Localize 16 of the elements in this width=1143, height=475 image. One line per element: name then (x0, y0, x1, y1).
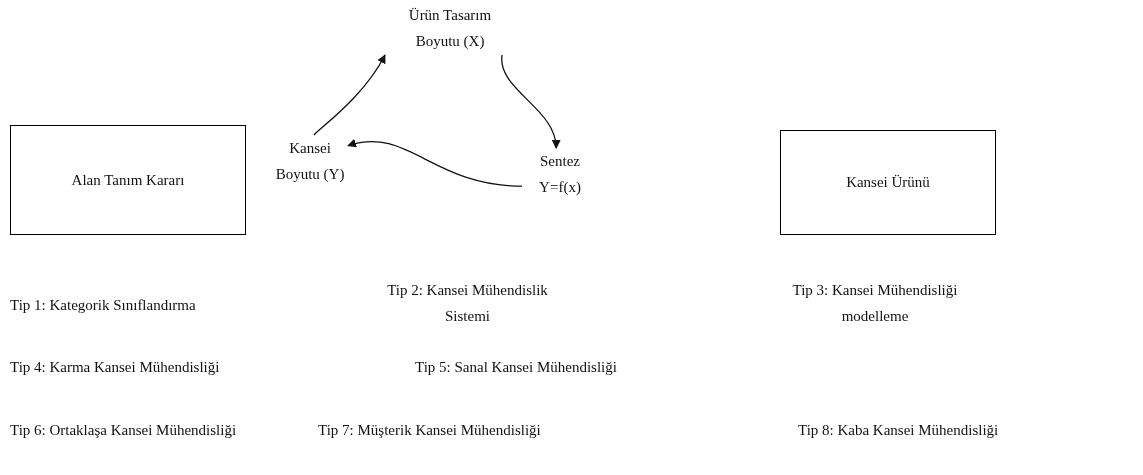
node-label: Kansei Boyutu (Y) (272, 135, 348, 188)
type-label: Tip 6: Ortaklaşa Kansei Mühendisliği (10, 421, 238, 440)
curved-arrow (313, 54, 386, 136)
type-label: Tip 4: Karma Kansei Mühendisliği (10, 358, 221, 377)
node-label: Sentez Y=f(x) (522, 148, 598, 201)
process-box: Kansei Ürünü (780, 130, 996, 235)
type-label: Tip 3: Kansei Mühendisliği modelleme (791, 281, 959, 327)
process-box: Alan Tanım Kararı (10, 125, 246, 235)
type-label: Tip 7: Müşterik Kansei Mühendisliği (318, 421, 542, 440)
type-label: Tip 1: Kategorik Sınıflandırma (10, 296, 197, 315)
type-label: Tip 8: Kaba Kansei Mühendisliği (798, 421, 1000, 440)
node-label: Ürün Tasarım Boyutu (X) (385, 2, 515, 55)
type-label: Tip 5: Sanal Kansei Mühendisliği (415, 358, 618, 377)
curved-arrow (347, 139, 523, 187)
curved-arrow (501, 54, 560, 149)
type-label: Tip 2: Kansei Mühendislik Sistemi (386, 281, 549, 327)
